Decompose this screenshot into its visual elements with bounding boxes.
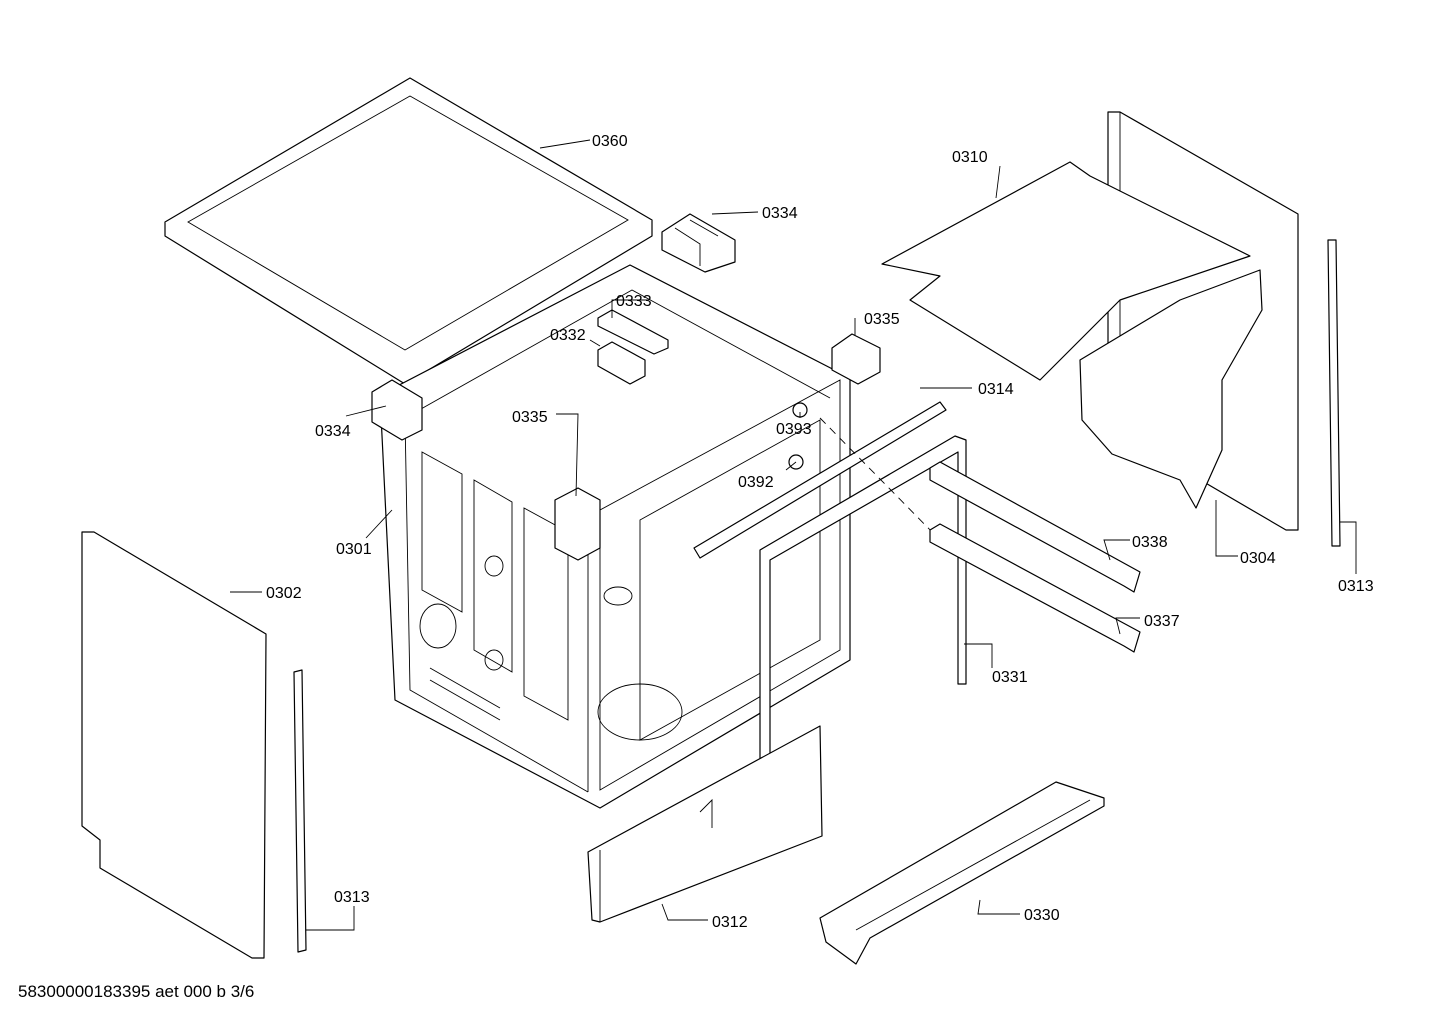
label-0335-right: 0335 (864, 311, 900, 328)
label-0338: 0338 (1132, 534, 1168, 551)
insulation-0310 (881, 161, 1263, 509)
label-0313-left: 0313 (334, 889, 370, 906)
label-0302: 0302 (266, 585, 302, 602)
rail-0337 (929, 523, 1141, 653)
bracket-0335-left (554, 487, 601, 561)
document-id-footer: 58300000183395 aet 000 b 3/6 (18, 982, 255, 1001)
label-0334-top: 0334 (762, 205, 798, 222)
bracket-0334-top (661, 213, 736, 273)
bracket-0335-right (831, 333, 881, 385)
label-0392: 0392 (738, 474, 774, 491)
label-0331: 0331 (992, 669, 1028, 686)
label-0337: 0337 (1144, 613, 1180, 630)
side-panel-0302 (81, 531, 267, 959)
alignment-line (819, 417, 941, 541)
label-0330: 0330 (1024, 907, 1060, 924)
label-0310: 0310 (952, 149, 988, 166)
plinth-0312 (587, 725, 823, 923)
label-0312: 0312 (712, 914, 748, 931)
rail-0314 (693, 401, 947, 559)
label-0301: 0301 (336, 541, 372, 558)
label-0393: 0393 (776, 421, 812, 438)
label-0334-left: 0334 (315, 423, 351, 440)
label-0332: 0332 (550, 327, 586, 344)
strip-0313-right (1327, 239, 1341, 547)
worktop-0360 (164, 77, 653, 385)
label-0314: 0314 (978, 381, 1014, 398)
bracket-0334-left (371, 379, 423, 441)
part-0332 (597, 341, 646, 385)
part-labels: 0360 0334 0310 0333 0332 0335 0334 0335 … (266, 133, 1374, 931)
tray-0330 (819, 781, 1105, 965)
leader-lines (230, 139, 1357, 931)
rail-0338 (929, 461, 1141, 593)
label-0333: 0333 (616, 293, 652, 310)
label-0335-left: 0335 (512, 409, 548, 426)
label-0304: 0304 (1240, 550, 1276, 567)
label-0313-right: 0313 (1338, 578, 1374, 595)
strip-0313-left (293, 669, 307, 953)
tub-0301 (379, 264, 851, 809)
label-0360: 0360 (592, 133, 628, 150)
